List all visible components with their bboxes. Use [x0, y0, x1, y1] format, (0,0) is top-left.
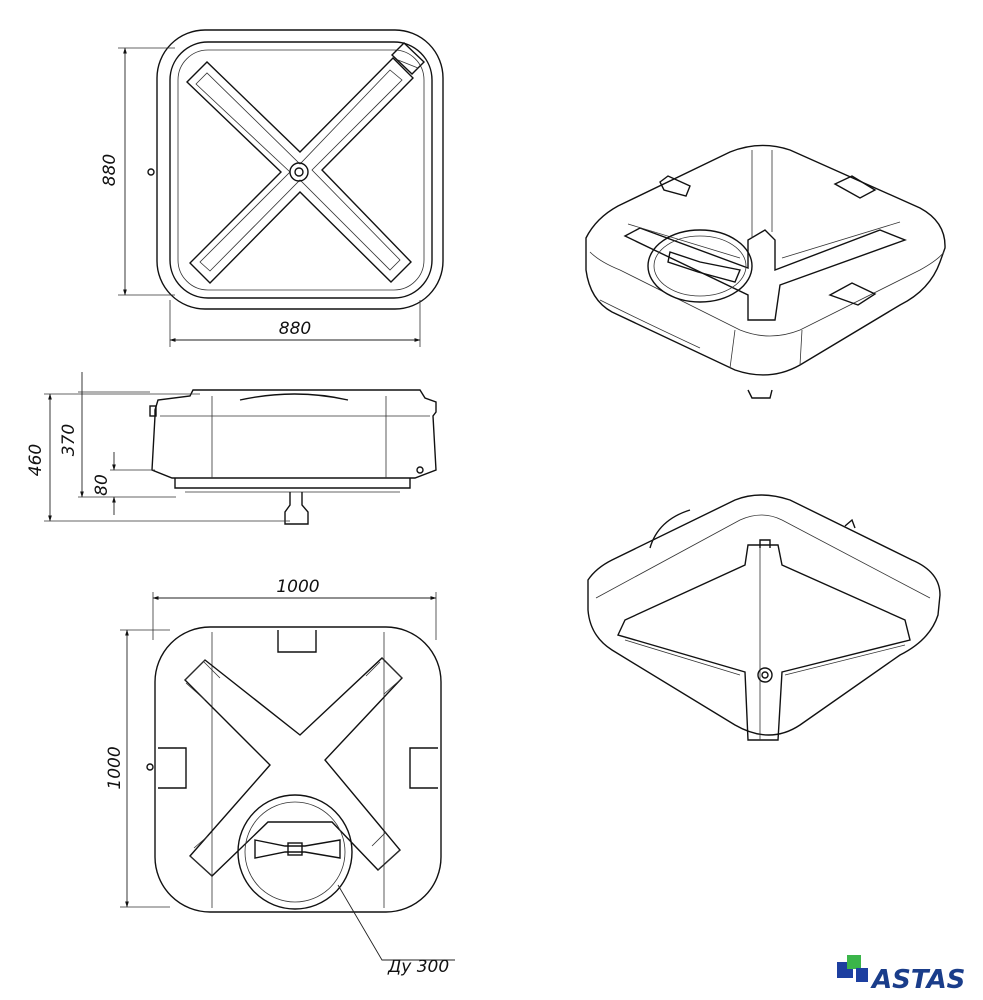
- side-view-base: [174, 478, 411, 489]
- logo-mark-green: [847, 955, 861, 969]
- astas-logo: ASTAS: [837, 955, 965, 995]
- side-view-base-height-label: 80: [92, 474, 112, 496]
- top-view-outer-outline: [156, 29, 444, 310]
- iso-top-hatch: [647, 229, 753, 303]
- bottom-view-fitting: [146, 763, 154, 771]
- top-view-cross-ribs: [185, 57, 414, 284]
- iso-top-lug-front: [828, 282, 877, 306]
- side-view: 460 370 80: [26, 372, 437, 525]
- bottom-view-hatch-inner: [244, 801, 346, 903]
- top-view-width-label: 880: [279, 319, 311, 339]
- bottom-view-lug-left: [158, 747, 187, 789]
- iso-top-lug-left: [659, 175, 691, 197]
- hatch-leader-line: [337, 884, 455, 961]
- iso-top-lug-right: [833, 175, 877, 199]
- side-view-body: [151, 389, 437, 479]
- iso-top-ribs: [623, 227, 907, 321]
- bottom-view-outline: [154, 626, 442, 913]
- bottom-view-hatch-outer: [237, 794, 353, 910]
- iso-top-hatch-handle: [667, 251, 741, 283]
- side-view-body-height-label: 370: [59, 424, 79, 456]
- bottom-view-hatch-label: Ду 300: [387, 957, 449, 977]
- side-view-total-height-label: 460: [26, 444, 46, 476]
- bottom-view-lug-right: [409, 747, 438, 789]
- bottom-view-hatch-handle: [254, 839, 341, 859]
- iso-top-outline: [585, 144, 946, 376]
- bottom-view-height-label: 1000: [105, 746, 125, 789]
- iso-view-top: [585, 144, 946, 399]
- top-view-inner-rim-2: [177, 49, 425, 291]
- top-view-height-label: 880: [100, 154, 120, 186]
- top-view-side-fitting: [147, 168, 155, 176]
- iso-top-fitting: [747, 389, 773, 399]
- top-view: 880 880: [100, 29, 444, 347]
- iso-bottom-drain-valve: [757, 667, 773, 683]
- top-view-inner-rim: [169, 41, 433, 299]
- top-view-drain-valve: [289, 162, 309, 182]
- bottom-view-width-label: 1000: [276, 577, 319, 597]
- bottom-view: Ду 300 1000 1000: [105, 577, 455, 977]
- iso-bottom-outline: [587, 494, 941, 736]
- iso-bottom-hatch-edge: [649, 509, 691, 549]
- side-view-fitting: [149, 405, 157, 417]
- bottom-view-lug-top: [277, 630, 317, 653]
- iso-bottom-ribs: [617, 544, 911, 741]
- side-view-drain-valve: [284, 492, 309, 525]
- side-view-hatch: [239, 393, 349, 401]
- top-view-filler-neck: [390, 42, 426, 75]
- logo-text: ASTAS: [870, 965, 965, 995]
- iso-view-bottom: [587, 494, 941, 741]
